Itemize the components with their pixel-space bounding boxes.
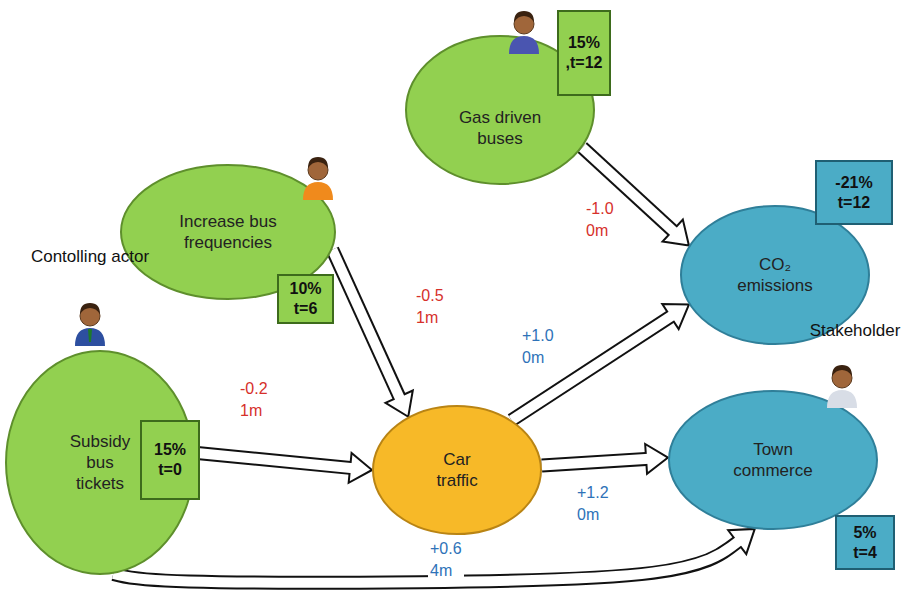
block-arrow	[542, 444, 668, 474]
effect-label: +0.6 4m	[428, 538, 464, 581]
value-box: 5% t=4	[835, 515, 895, 570]
factor-name: CO₂ emissions	[737, 254, 813, 297]
effect-label: -1.0 0m	[584, 198, 616, 241]
person-icon	[509, 11, 539, 54]
factor-name: Gas driven buses	[454, 107, 546, 150]
person-icon	[75, 303, 105, 346]
arrow-shaft-fill	[195, 453, 353, 468]
effect-label: +1.0 0m	[520, 325, 556, 368]
person-icon	[827, 365, 857, 408]
block-arrow	[332, 250, 412, 417]
arrow-shaft-fill	[512, 315, 673, 420]
value-text: -21% t=12	[835, 173, 872, 213]
factor-name: Subsidy bus tickets	[70, 431, 130, 495]
block-arrow	[582, 148, 689, 246]
factor-name: Town commerce	[733, 439, 812, 482]
ellipse-shape	[6, 351, 194, 574]
ellipse-shape	[373, 406, 541, 534]
effect-label: -0.5 1m	[414, 285, 446, 328]
arrow-shaft-fill	[542, 459, 649, 466]
value-box: 15% t=0	[140, 420, 200, 500]
block-arrow	[113, 529, 755, 583]
value-text: 5% t=4	[853, 523, 877, 563]
factor-name: Car traffic	[436, 449, 477, 492]
value-text: 15% ,t=12	[566, 33, 603, 73]
ellipse-shape	[669, 391, 877, 529]
value-box: 10% t=6	[277, 274, 334, 324]
arrow-shaft-fill	[113, 540, 739, 582]
arrow-shaft-fill	[332, 250, 400, 400]
value-text: 10% t=6	[289, 279, 321, 319]
value-text: 15% t=0	[154, 440, 186, 480]
block-arrow	[195, 453, 372, 483]
ellipse-outline	[372, 405, 542, 535]
person-icon	[303, 157, 333, 200]
effect-label: -0.2 1m	[238, 378, 270, 421]
value-box: -21% t=12	[815, 160, 893, 225]
factor-ellipse: Town commerce	[668, 390, 878, 530]
role-label: Stakeholder	[800, 320, 908, 342]
factor-name: Increase bus frequencies	[169, 211, 287, 254]
value-box: 15% ,t=12	[557, 10, 611, 96]
block-arrow	[512, 304, 689, 420]
ellipse-outline	[668, 390, 878, 530]
effect-label: +1.2 0m	[575, 482, 611, 525]
role-label: Contolling actor	[28, 246, 152, 268]
factor-ellipse: Car traffic	[372, 405, 542, 535]
